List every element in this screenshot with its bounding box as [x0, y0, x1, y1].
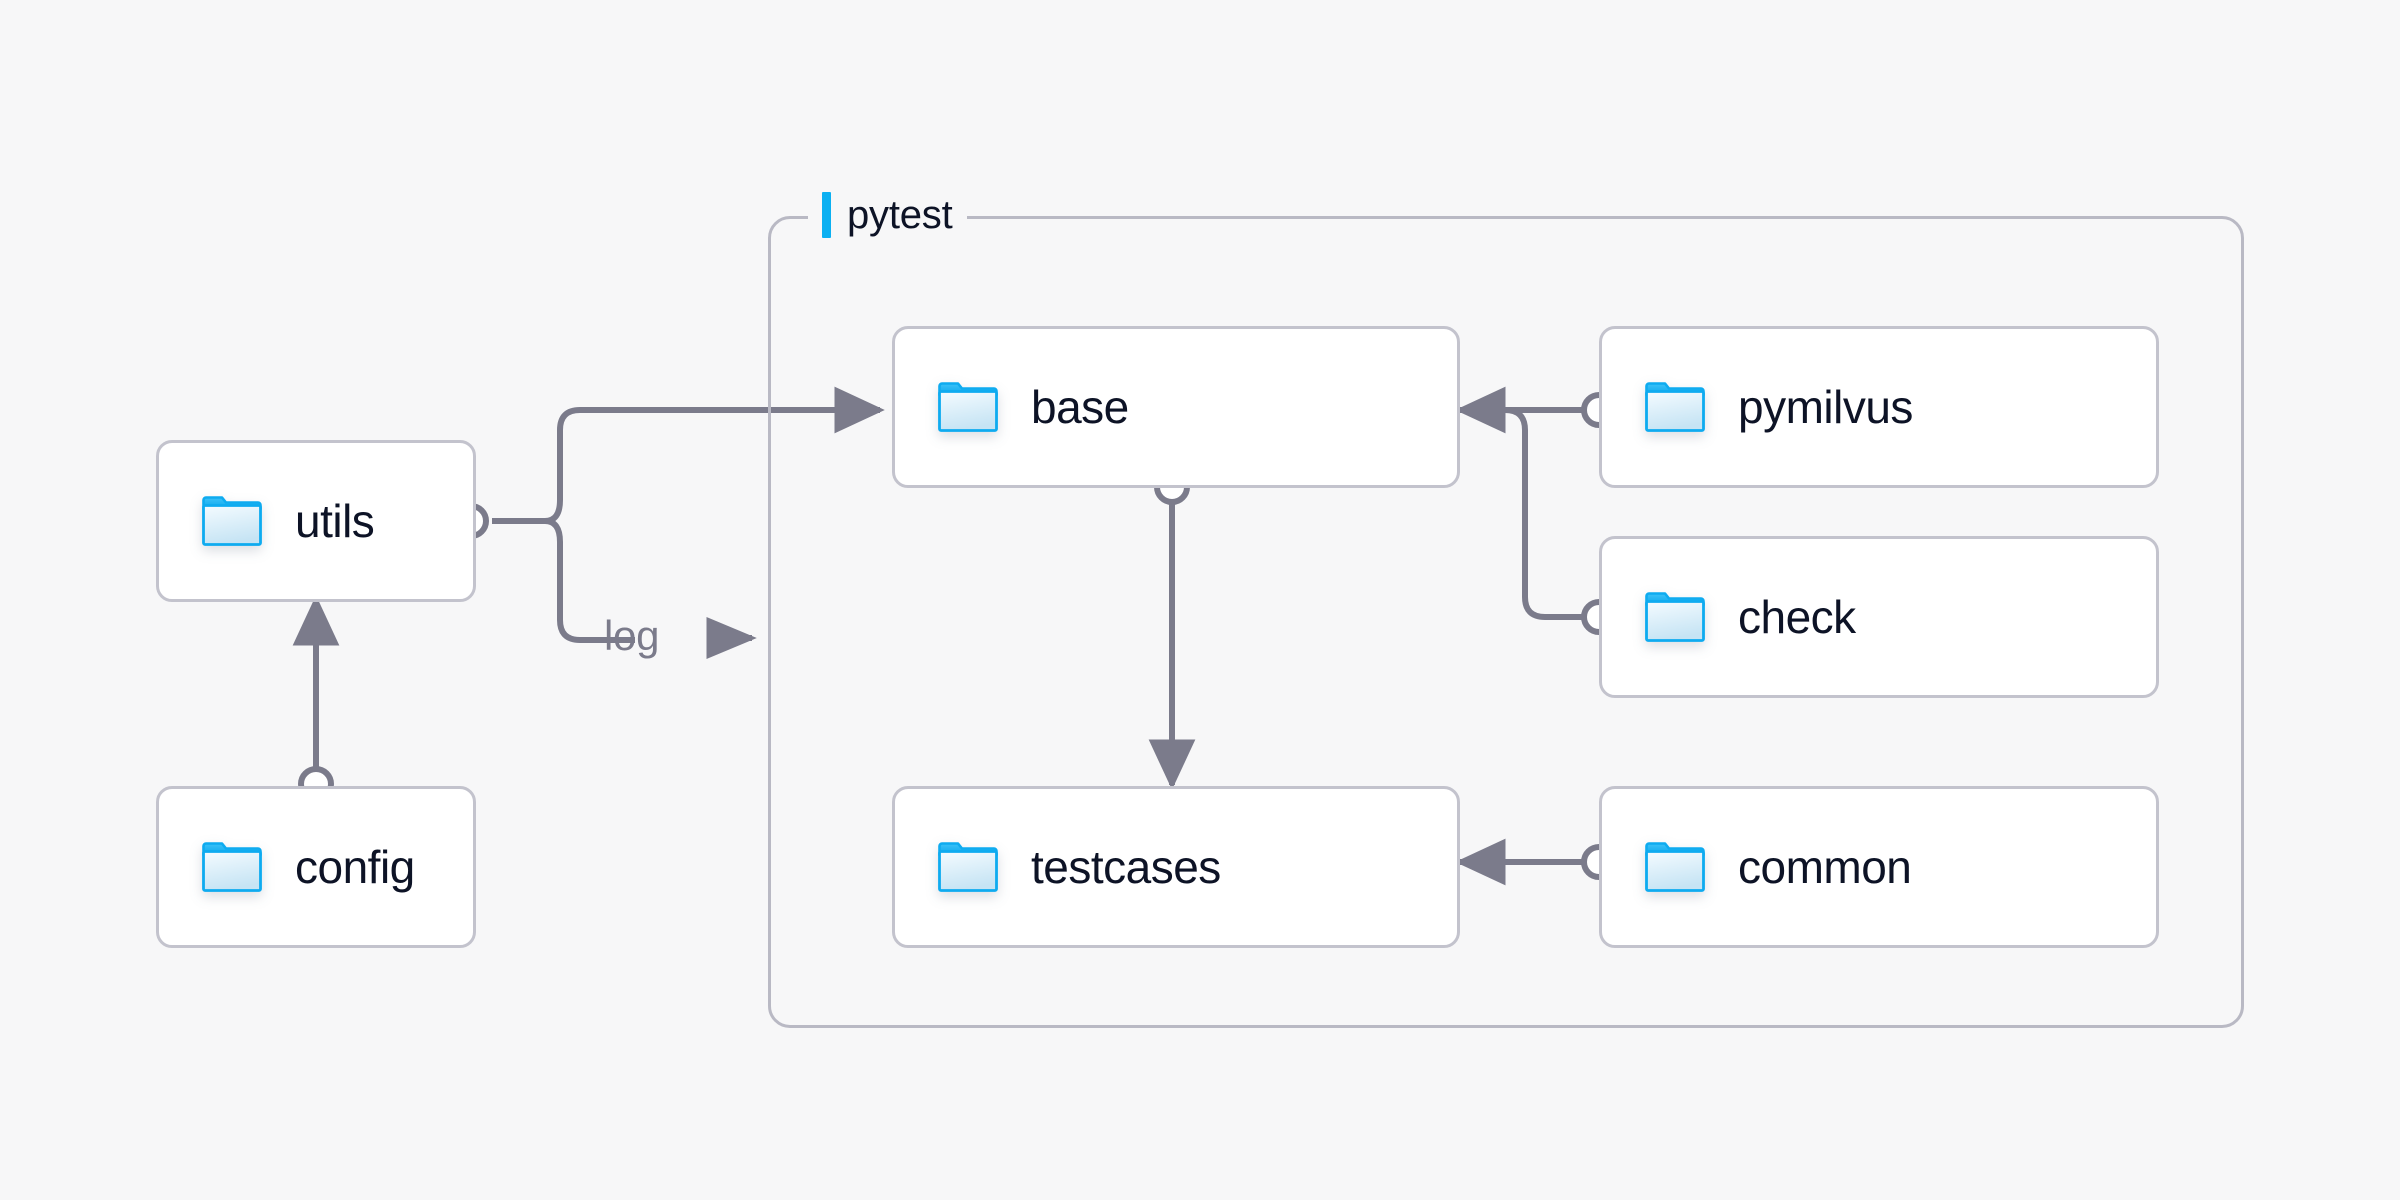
- group-accent-bar: [822, 192, 831, 238]
- node-label: pymilvus: [1738, 381, 1913, 433]
- folder-icon: [1644, 381, 1706, 433]
- folder-icon: [937, 841, 999, 893]
- node-config[interactable]: config: [156, 786, 476, 948]
- node-label: base: [1031, 381, 1129, 433]
- node-label: common: [1738, 841, 1912, 893]
- node-label: config: [295, 841, 415, 893]
- node-testcases[interactable]: testcases: [892, 786, 1460, 948]
- node-check[interactable]: check: [1599, 536, 2159, 698]
- folder-icon: [201, 495, 263, 547]
- node-common[interactable]: common: [1599, 786, 2159, 948]
- node-label: testcases: [1031, 841, 1221, 893]
- folder-icon: [1644, 841, 1706, 893]
- folder-icon: [201, 841, 263, 893]
- folder-icon: [1644, 591, 1706, 643]
- edge-label-log: log: [604, 612, 660, 659]
- node-utils[interactable]: utils: [156, 440, 476, 602]
- node-label: utils: [295, 495, 375, 547]
- folder-icon: [937, 381, 999, 433]
- group-pytest: [768, 216, 2244, 1028]
- group-pytest-label: pytest: [808, 188, 967, 242]
- node-base[interactable]: base: [892, 326, 1460, 488]
- group-title-text: pytest: [847, 192, 953, 237]
- node-label: check: [1738, 591, 1856, 643]
- node-pymilvus[interactable]: pymilvus: [1599, 326, 2159, 488]
